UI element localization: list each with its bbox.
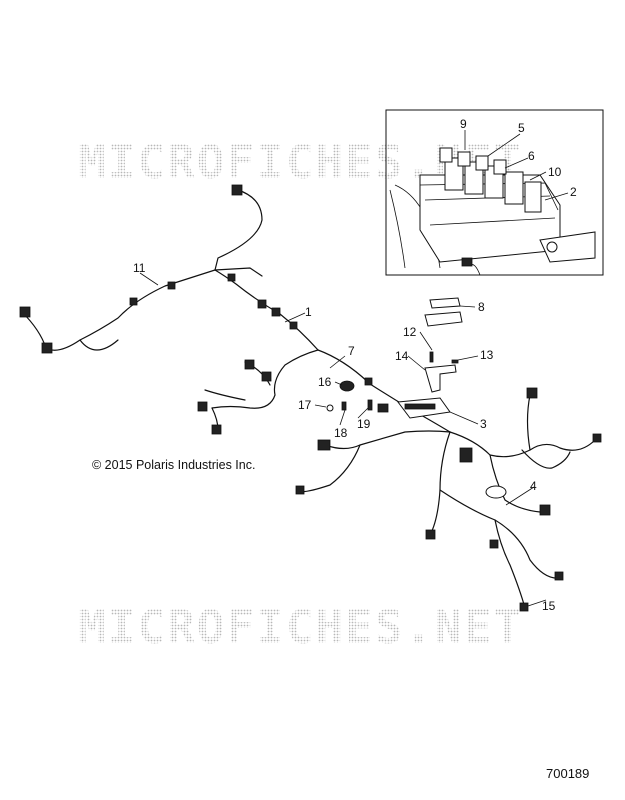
callout-1: 1 xyxy=(305,305,312,319)
diagram-number: 700189 xyxy=(546,766,590,781)
callout-14: 14 xyxy=(395,349,409,363)
callout-9: 9 xyxy=(460,117,467,131)
inset-detail xyxy=(385,109,604,276)
callout-17: 17 xyxy=(298,398,312,412)
callout-6: 6 xyxy=(528,149,535,163)
callout-13: 13 xyxy=(480,348,494,362)
callout-11: 11 xyxy=(133,261,146,275)
callout-8: 8 xyxy=(478,300,485,314)
callout-3: 3 xyxy=(480,417,487,431)
callout-12: 12 xyxy=(403,325,417,339)
callout-16: 16 xyxy=(318,375,332,389)
callout-19: 19 xyxy=(357,417,371,431)
connectors xyxy=(19,184,602,612)
callout-2: 2 xyxy=(570,185,577,199)
callout-10: 10 xyxy=(548,165,562,179)
wire-harness xyxy=(21,189,596,609)
callout-5: 5 xyxy=(518,121,525,135)
callout-4: 4 xyxy=(530,479,537,493)
leader-lines xyxy=(139,130,569,607)
callout-7: 7 xyxy=(348,344,355,358)
copyright-notice: © 2015 Polaris Industries Inc. xyxy=(92,458,256,472)
callout-18: 18 xyxy=(334,426,348,440)
watermark-bottom: MICROFICHES.NET xyxy=(78,600,523,654)
callout-15: 15 xyxy=(542,599,556,613)
callout-labels: 9 5 6 10 2 11 1 7 8 12 13 14 16 17 18 19… xyxy=(133,117,577,613)
